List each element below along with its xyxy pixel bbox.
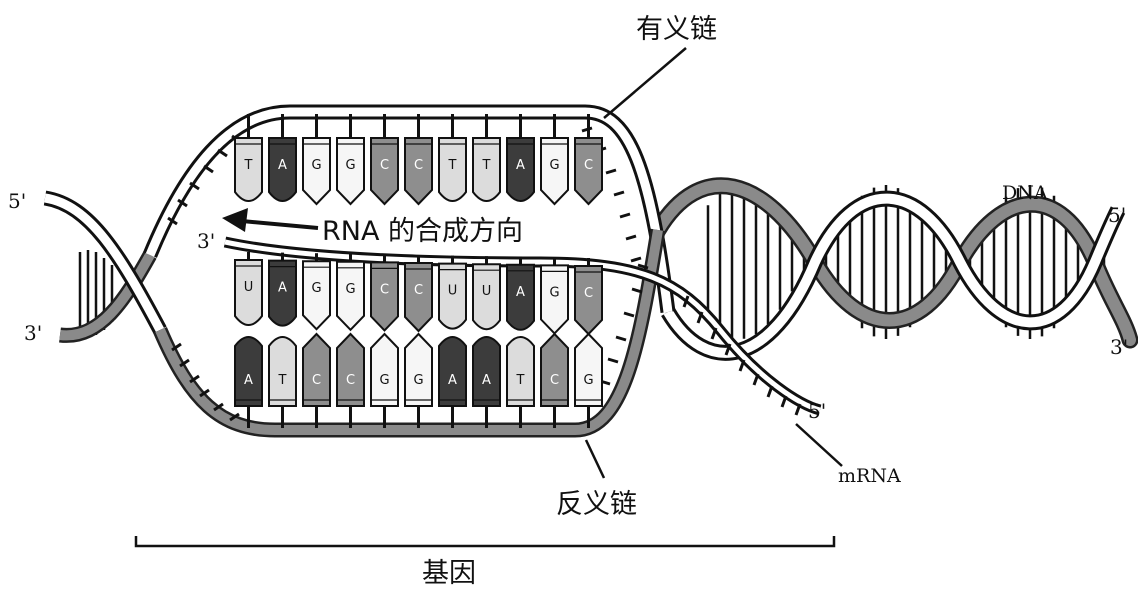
sense-tick: [606, 170, 616, 173]
sense-base: G: [541, 138, 568, 204]
right-top-end-label: 5': [1108, 203, 1126, 227]
antisense-nucleotide-row: ATCCGGAATCG: [235, 334, 602, 428]
base-letter: A: [278, 281, 287, 296]
base-letter: U: [244, 280, 254, 295]
rna-start-end-label: 3': [197, 229, 215, 253]
sense-base: C: [405, 138, 432, 204]
base-letter: G: [345, 282, 355, 297]
rna-base: G: [337, 262, 364, 330]
antisense-strand-label: 反义链: [556, 489, 637, 520]
antisense-base: G: [575, 334, 602, 406]
sense-base: T: [473, 138, 500, 201]
mrna-tick: [712, 328, 716, 339]
antisense-base: C: [303, 334, 330, 406]
base-letter: C: [346, 373, 355, 388]
rna-base: C: [575, 266, 602, 334]
gene-label: 基因: [422, 558, 476, 587]
synthesis-direction-label: RNA 的合成方向: [322, 216, 523, 247]
antisense-tick: [616, 337, 626, 340]
sense-base: G: [303, 138, 330, 204]
base-letter: C: [380, 282, 389, 297]
antisense-base: A: [439, 337, 466, 406]
antisense-base: A: [235, 337, 262, 406]
rna-base: A: [507, 265, 534, 330]
antisense-base: C: [337, 334, 364, 406]
synthesis-direction-arrow: [222, 208, 318, 232]
sense-base: G: [337, 138, 364, 204]
base-letter: C: [414, 158, 423, 173]
rna-base: U: [235, 260, 262, 325]
base-letter: T: [482, 158, 491, 173]
base-letter: G: [345, 158, 355, 173]
base-letter: A: [448, 373, 457, 388]
sense-strand-label: 有义链: [636, 14, 717, 45]
base-letter: U: [448, 284, 458, 299]
base-letter: C: [312, 373, 321, 388]
left-bottom-end-label: 3': [24, 321, 42, 345]
left-helix-segment: [45, 198, 160, 335]
sense-tick: [620, 214, 630, 217]
rna-base: G: [303, 261, 330, 329]
base-letter: T: [448, 158, 457, 173]
antisense-base: T: [269, 337, 296, 406]
antisense-tick: [624, 313, 634, 316]
base-letter: C: [380, 158, 389, 173]
rna-base: G: [541, 265, 568, 333]
left-top-end-label: 5': [8, 189, 26, 213]
mrna-label: mRNA: [838, 465, 901, 487]
gene-bracket: [136, 536, 834, 546]
antisense-base: T: [507, 337, 534, 406]
base-letter: C: [584, 158, 593, 173]
sense-base: A: [507, 138, 534, 201]
sense-tick: [631, 258, 641, 261]
base-letter: A: [516, 158, 525, 173]
mrna-tick: [782, 396, 786, 407]
rna-end-label: 5': [808, 399, 826, 423]
sense-base: T: [235, 138, 262, 201]
rna-base: A: [269, 261, 296, 326]
base-letter: C: [584, 286, 593, 301]
base-letter: T: [278, 373, 287, 388]
base-letter: A: [482, 373, 491, 388]
dna-double-helix: [658, 185, 1130, 353]
rna-base: C: [371, 262, 398, 330]
mrna-tick: [768, 386, 772, 397]
base-letter: T: [516, 373, 525, 388]
base-letter: T: [244, 158, 253, 173]
helix-front-strand: [668, 199, 1118, 353]
antisense-base: G: [405, 334, 432, 406]
antisense-base: G: [371, 334, 398, 406]
rna-base: U: [439, 264, 466, 329]
sense-base: T: [439, 138, 466, 201]
sense-tick: [626, 236, 636, 239]
base-letter: C: [414, 283, 423, 298]
sense-tick: [614, 192, 624, 195]
mrna-tick: [754, 374, 758, 385]
base-letter: A: [516, 285, 525, 300]
base-letter: A: [244, 373, 253, 388]
antisense-base: C: [541, 334, 568, 406]
base-letter: U: [482, 284, 492, 299]
mrna-tick: [740, 360, 744, 371]
base-letter: G: [311, 158, 321, 173]
base-letter: G: [583, 373, 593, 388]
rna-base: U: [473, 264, 500, 329]
sense-base: A: [269, 138, 296, 201]
right-bottom-end-label: 3': [1110, 335, 1128, 359]
base-letter: G: [413, 373, 423, 388]
base-letter: G: [379, 373, 389, 388]
base-letter: G: [549, 158, 559, 173]
rna-base: C: [405, 263, 432, 331]
sense-base: C: [371, 138, 398, 204]
base-letter: C: [550, 373, 559, 388]
sense-base: C: [575, 138, 602, 204]
dna-label: DNA: [1002, 182, 1048, 204]
base-letter: G: [311, 281, 321, 296]
base-letter: G: [549, 285, 559, 300]
antisense-tick: [608, 359, 618, 362]
base-letter: A: [278, 158, 287, 173]
antisense-base: A: [473, 337, 500, 406]
